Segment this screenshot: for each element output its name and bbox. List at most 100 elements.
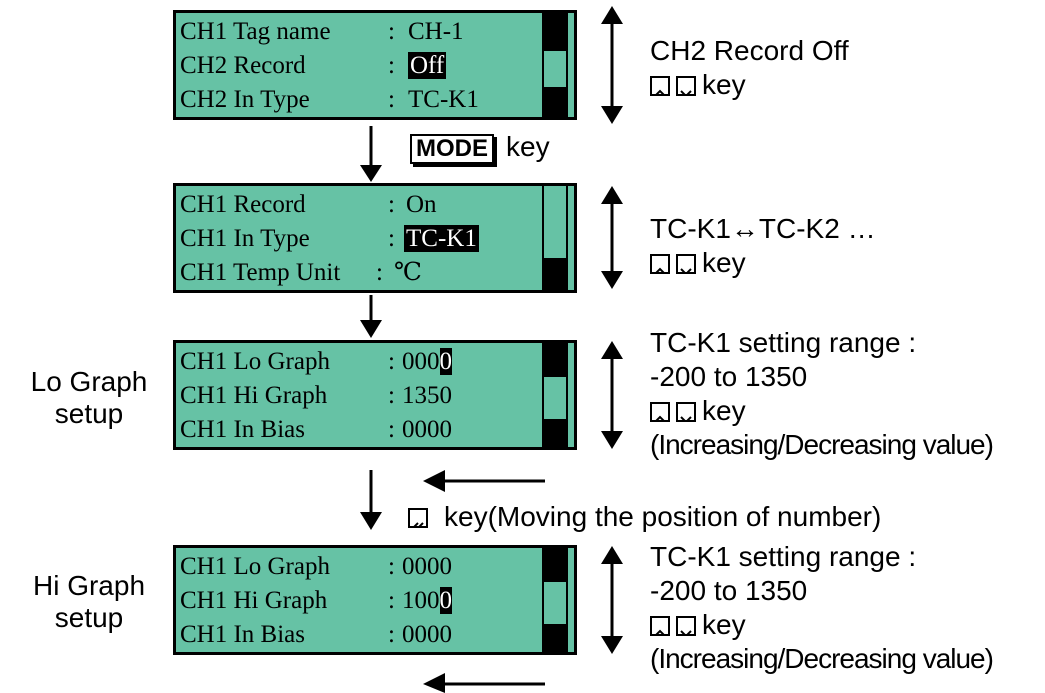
updown-arrow-3 xyxy=(601,341,623,449)
lcd-screen-4: CH1 Lo Graph : 0000 CH1 Hi Graph : 1000 … xyxy=(173,545,577,655)
row-sep: : xyxy=(388,86,395,113)
scroll-thumb-top xyxy=(544,13,566,51)
row-sep: : xyxy=(388,52,395,79)
row-sep: : xyxy=(388,225,395,252)
annotation-2: TC-K1↔TC-K2 … key xyxy=(650,212,876,280)
shift-key-text: key(Moving the position of number) xyxy=(444,501,882,532)
double-chevron-down-key-icon xyxy=(676,254,696,274)
double-chevron-left-key-icon xyxy=(408,508,428,528)
double-chevron-down-key-icon xyxy=(676,402,696,422)
lcd-scrollbar xyxy=(542,548,568,652)
row-label: CH2 Record xyxy=(180,52,306,79)
side-label-line: setup xyxy=(54,398,124,429)
updown-arrow-4 xyxy=(601,546,623,654)
scroll-thumb-bottom xyxy=(544,258,566,290)
row-label: CH1 Lo Graph xyxy=(180,348,330,375)
left-arrow-1 xyxy=(423,470,545,492)
annotation-text: TC-K1↔TC-K2 … xyxy=(650,213,876,244)
updown-key-line: key xyxy=(650,608,993,642)
scroll-thumb-bottom xyxy=(544,624,566,652)
double-chevron-up-key-icon xyxy=(650,402,670,422)
side-label-line: setup xyxy=(54,602,124,633)
lcd-screen-1: CH1 Tag name : CH-1 CH2 Record : Off CH2… xyxy=(173,10,577,120)
row-label: CH1 Tag name xyxy=(180,18,331,45)
lo-graph-setup-label: Lo Graph setup xyxy=(14,366,164,430)
double-chevron-down-key-icon xyxy=(676,616,696,636)
row-sep: : xyxy=(388,18,395,45)
annotation-text: (Increasing/Decreasing value) xyxy=(650,429,994,460)
row-value: 000 xyxy=(402,348,440,375)
key-text: key xyxy=(702,247,746,278)
side-label-line: Lo Graph xyxy=(30,366,148,397)
scroll-thumb-top xyxy=(544,548,566,582)
highlighted-value: Off xyxy=(408,52,447,79)
updown-key-line: key xyxy=(650,246,876,280)
key-text: key xyxy=(702,69,746,100)
updown-key-line: key xyxy=(650,394,993,428)
hi-graph-setup-label: Hi Graph setup xyxy=(14,570,164,634)
shift-key-annotation: key(Moving the position of number) xyxy=(408,500,881,534)
row-label: CH1 Hi Graph xyxy=(180,587,328,614)
lcd-scrollbar xyxy=(542,186,568,290)
annotation-text: TC-K1 setting range : xyxy=(650,327,917,358)
row-value: CH-1 xyxy=(408,18,464,45)
row-value: TC-K1 xyxy=(408,86,479,113)
row-label: CH1 In Bias xyxy=(180,416,305,443)
lcd-scrollbar xyxy=(542,13,568,117)
scroll-thumb-bottom xyxy=(544,419,566,447)
mode-key-annotation: MODE key xyxy=(410,130,550,164)
row-label: CH1 Temp Unit xyxy=(180,259,341,286)
mode-key-text: key xyxy=(506,131,550,162)
row-label: CH1 In Type xyxy=(180,225,310,252)
row-value: On xyxy=(406,191,437,218)
row-value: 0000 xyxy=(402,621,452,648)
row-value: 0000 xyxy=(402,416,452,443)
row-label: CH1 Record xyxy=(180,191,306,218)
scroll-thumb-bottom xyxy=(544,87,566,117)
cursor-digit: 0 xyxy=(439,348,452,375)
annotation-1: CH2 Record Off key xyxy=(650,34,849,102)
updown-key-line: key xyxy=(650,68,849,102)
row-sep: : xyxy=(388,191,395,218)
row-sep: : xyxy=(388,621,395,648)
double-chevron-up-key-icon xyxy=(650,254,670,274)
left-arrow-2 xyxy=(423,673,545,693)
row-label: CH1 Lo Graph xyxy=(180,553,330,580)
row-value: 0000 xyxy=(402,553,452,580)
cursor-digit: 0 xyxy=(439,587,452,614)
lcd-screen-2: CH1 Record : On CH1 In Type : TC-K1 CH1 … xyxy=(173,183,577,293)
annotation-text: -200 to 1350 xyxy=(650,575,808,606)
row-sep: : xyxy=(388,553,395,580)
row-sep: : xyxy=(388,348,395,375)
row-value: ℃ xyxy=(394,259,422,286)
double-chevron-up-key-icon xyxy=(650,616,670,636)
annotation-text: -200 to 1350 xyxy=(650,361,808,392)
annotation-text: CH2 Record Off xyxy=(650,35,849,66)
row-sep: : xyxy=(388,416,395,443)
annotation-text: TC-K1 setting range : xyxy=(650,541,917,572)
side-label-line: Hi Graph xyxy=(32,570,146,601)
row-label: CH2 In Type xyxy=(180,86,310,113)
annotation-text: (Increasing/Decreasing value) xyxy=(650,643,994,674)
annotation-3: TC-K1 setting range : -200 to 1350 key (… xyxy=(650,326,994,462)
mode-key-icon: MODE xyxy=(410,134,494,164)
lcd-screen-3: CH1 Lo Graph : 0000 CH1 Hi Graph : 1350 … xyxy=(173,340,577,450)
annotation-4: TC-K1 setting range : -200 to 1350 key (… xyxy=(650,540,994,676)
key-text: key xyxy=(702,395,746,426)
row-label: CH1 In Bias xyxy=(180,621,305,648)
double-chevron-up-key-icon xyxy=(650,76,670,96)
key-text: key xyxy=(702,609,746,640)
highlighted-value: TC-K1 xyxy=(404,225,479,252)
row-sep: : xyxy=(388,382,395,409)
double-chevron-down-key-icon xyxy=(676,76,696,96)
updown-arrow-2 xyxy=(601,186,623,289)
row-sep: : xyxy=(376,259,383,286)
lcd-scrollbar xyxy=(542,343,568,447)
row-sep: : xyxy=(388,587,395,614)
scroll-thumb-top xyxy=(544,343,566,377)
row-value: 1350 xyxy=(402,382,452,409)
row-value: 100 xyxy=(402,587,440,614)
updown-arrow-1 xyxy=(601,6,623,124)
row-label: CH1 Hi Graph xyxy=(180,382,328,409)
